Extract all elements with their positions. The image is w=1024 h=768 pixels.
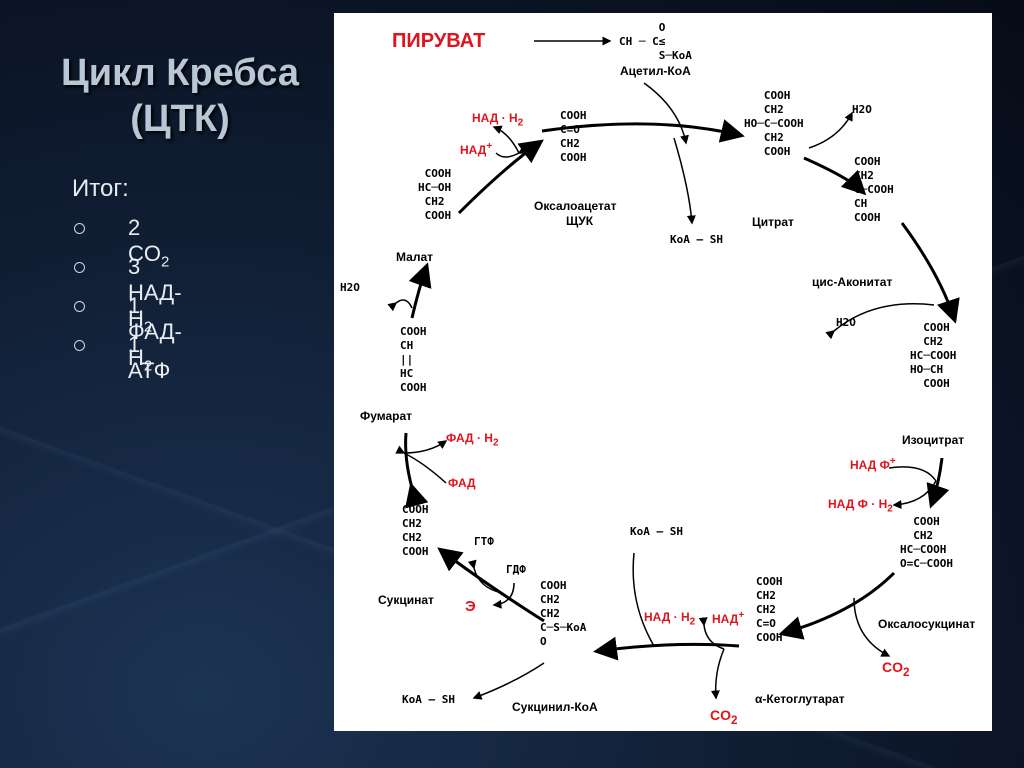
arrow-citrate-aconitate — [803, 156, 867, 196]
succinyl-coa-formula: COOH CH2 CH2 C─S─КоА O — [540, 579, 587, 648]
result-label: Итог: — [72, 175, 129, 202]
nad-h2-bottom-label: НАД · Н2 — [644, 610, 696, 628]
arrow-aconitate-isocitrate — [900, 222, 960, 324]
h2o-malate: H2O — [340, 281, 360, 294]
koa-sh-top: КоА — SH — [670, 233, 723, 246]
gtp-label: ГТФ — [474, 535, 494, 548]
arrow-oxaloacetate-citrate — [541, 119, 745, 143]
oxaloacetate-formula: COOH C=O CH2 COOH — [560, 109, 587, 164]
arrow-succinylcoa-succinate — [437, 547, 545, 623]
koa-sh-left: КоА — SH — [402, 693, 455, 706]
arrow-ketoglutarate-succinylcoa — [593, 636, 740, 661]
succinyl-coa-label: Сукцинил-КоА — [512, 700, 598, 714]
cis-aconitate-label: цис-Аконитат — [812, 275, 893, 289]
citrate-formula: COOH CH2 HO─C─COOH CH2 COOH — [744, 89, 804, 158]
arrow-isocitrate-oxalosuccinate — [926, 457, 950, 509]
nad-h2-top-label: НАД · Н2 — [472, 111, 524, 129]
oxaloacetate-label: Оксалоацетат — [534, 199, 617, 213]
krebs-cycle-diagram: ПИРУВАТ O CH ─ C≤ S─КоА Ацетил-КоА COOH … — [334, 13, 992, 731]
succinate-label: Сукцинат — [378, 593, 434, 607]
citrate-label: Цитрат — [752, 215, 794, 229]
isocitrate-label: Изоцитрат — [902, 433, 965, 447]
slide-title-line2: (ЦТК) — [130, 98, 230, 140]
oxalosuccinate-formula: COOH CH2 HC─COOH O=C─COOH — [900, 515, 953, 570]
arrow-malate-oxaloacetate — [457, 139, 544, 215]
malate-formula: COOH HC─OH CH2 COOH — [418, 167, 452, 222]
nad-plus-top-label: НАД+ — [460, 141, 493, 157]
fad-h2-label: ФАД · Н2 — [446, 431, 499, 449]
fad-label: ФАД — [448, 476, 476, 490]
ketoglutarate-label: α-Кетоглутарат — [755, 692, 845, 706]
nad-plus-bottom-label: НАД+ — [712, 610, 745, 626]
bullet-icon — [74, 301, 85, 312]
cycle-arrows — [387, 36, 960, 700]
oxalosuccinate-label: Оксалосукцинат — [878, 617, 976, 631]
co2-right-label: CO2 — [882, 659, 910, 679]
bullet-icon — [74, 262, 85, 273]
bullet-icon — [74, 223, 85, 234]
co2-bottom-label: CO2 — [710, 707, 738, 727]
nadf-h2-label: НАД Ф · Н2 — [828, 497, 893, 515]
koa-sh-bottom: КоА — SH — [630, 525, 683, 538]
acetyl-coa-label: Ацетил-КоА — [620, 64, 691, 78]
slide-title-line1: Цикл Кребса — [60, 52, 300, 94]
ketoglutarate-formula: COOH CH2 CH2 C=O COOH — [756, 575, 783, 644]
e-label: Э — [465, 598, 476, 615]
acetyl-coa-formula: O CH ─ C≤ S─КоА — [619, 21, 692, 62]
arrow-oxalosuccinate-ketoglutarate — [778, 571, 896, 640]
malate-label: Малат — [396, 250, 433, 264]
h2o-aconitate: H2O — [836, 316, 856, 329]
left-panel: Цикл Кребса (ЦТК) Итог: 2 CO2 3 НАД-Н2 1… — [0, 0, 330, 768]
bullet-icon — [74, 340, 85, 351]
fumarate-label: Фумарат — [360, 409, 413, 423]
cis-aconitate-formula: COOH CH2 C─COOH CH COOH — [854, 155, 894, 224]
arrow-fumarate-malate — [408, 262, 432, 319]
h2o-citrate: H2O — [852, 103, 872, 116]
arrow-succinate-fumarate — [404, 432, 429, 509]
fumarate-formula: COOH CH || HC COOH — [400, 325, 427, 394]
succinate-formula: COOH CH2 CH2 COOH — [402, 503, 429, 558]
nadf-plus-label: НАД Ф+ — [850, 456, 896, 472]
pyruvate-label: ПИРУВАТ — [392, 30, 486, 52]
isocitrate-formula: COOH CH2 HC─COOH HO─CH COOH — [910, 321, 957, 390]
oxaloacetate-abbr: ЩУК — [566, 214, 594, 228]
gdp-label: ГДФ — [506, 563, 526, 576]
